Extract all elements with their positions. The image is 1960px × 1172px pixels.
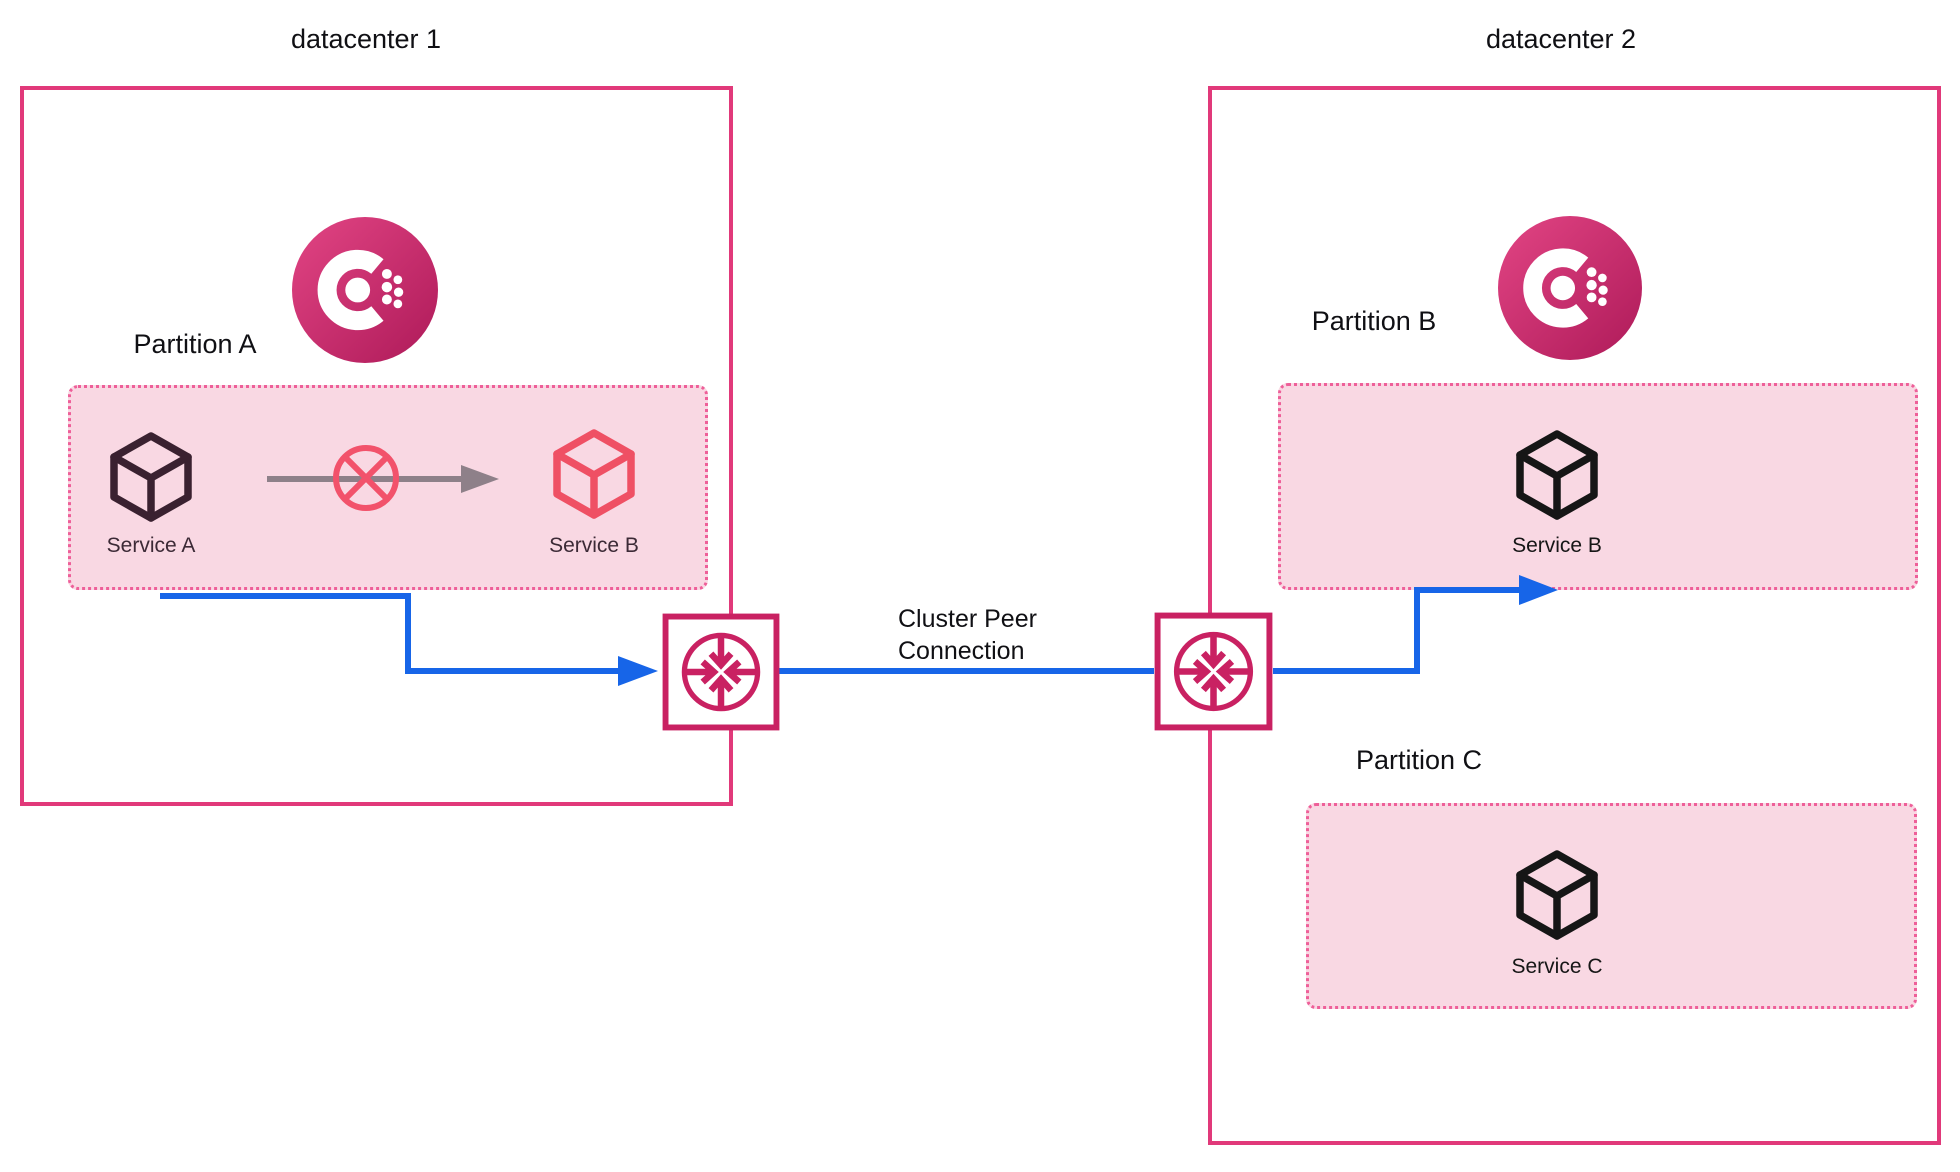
- blocked-traffic-arrow-icon: [267, 445, 499, 511]
- allowed-traffic-arrow-dc1: [160, 593, 658, 686]
- datacenter1-title: datacenter 1: [290, 24, 442, 54]
- datacenter1-box: [20, 86, 733, 806]
- service-c-label: Service C: [1511, 955, 1603, 978]
- consul-logo-icon: [1498, 216, 1642, 360]
- service-b-dc2-label: Service B: [1512, 534, 1602, 557]
- service-b-dc1-cube-icon: [546, 426, 642, 522]
- partition-c-label: Partition C: [1355, 745, 1483, 775]
- service-b-dc2-cube-icon: [1509, 427, 1605, 523]
- partition-c-box: [1306, 803, 1917, 1009]
- partition-a-label: Partition A: [133, 329, 257, 359]
- partition-b-label: Partition B: [1311, 306, 1437, 336]
- service-b-dc1-label: Service B: [549, 534, 639, 557]
- cluster-peer-connection-label-line2: Connection: [898, 637, 1025, 665]
- allowed-traffic-arrow-dc2: [1273, 575, 1558, 674]
- consul-logo-icon: [292, 217, 438, 363]
- datacenter2-title: datacenter 2: [1485, 24, 1637, 54]
- cluster-peer-connection-label-line1: Cluster Peer: [898, 605, 1037, 633]
- service-a-cube-icon: [103, 429, 199, 525]
- mesh-gateway-icon: [1154, 612, 1273, 731]
- mesh-gateway-icon: [662, 613, 780, 731]
- partition-b-box: [1278, 383, 1918, 590]
- partition-a-box: [68, 385, 708, 590]
- service-c-cube-icon: [1509, 847, 1605, 943]
- cluster-peer-connection-label: Cluster Peer Connection: [898, 603, 1037, 667]
- service-a-label: Service A: [106, 534, 196, 557]
